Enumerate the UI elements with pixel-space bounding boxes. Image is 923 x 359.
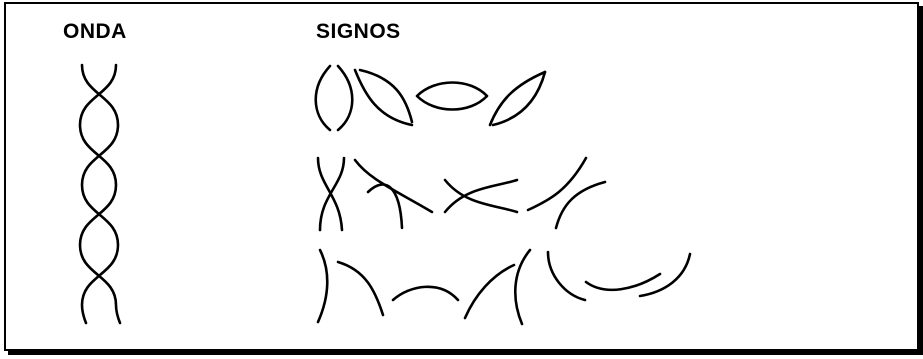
sign-diagonal-eye: [355, 70, 412, 125]
sign-curve-5: [515, 250, 530, 324]
signs-row-1: [316, 66, 545, 130]
sign-horizontal-cross: [445, 180, 517, 212]
sign-curve-4: [465, 265, 514, 318]
sign-curve-8: [640, 254, 690, 296]
sign-curve-7: [586, 274, 660, 290]
wave-strand-right: [80, 65, 120, 323]
sign-diagonal-cross: [355, 160, 432, 228]
sign-curve-3: [393, 287, 458, 300]
sign-rising-cross: [528, 158, 605, 228]
sign-horizontal-eye: [417, 83, 487, 110]
sign-curve-2: [338, 262, 383, 315]
signs-row-3: [318, 250, 690, 324]
sign-curve-1: [318, 250, 327, 322]
sign-vertical-cross: [318, 158, 344, 230]
braided-wave: [80, 65, 120, 323]
sign-rising-eye: [490, 72, 545, 125]
signs-row-2: [318, 158, 605, 230]
sign-vertical-eye: [316, 66, 353, 130]
sign-curve-6: [548, 252, 585, 300]
